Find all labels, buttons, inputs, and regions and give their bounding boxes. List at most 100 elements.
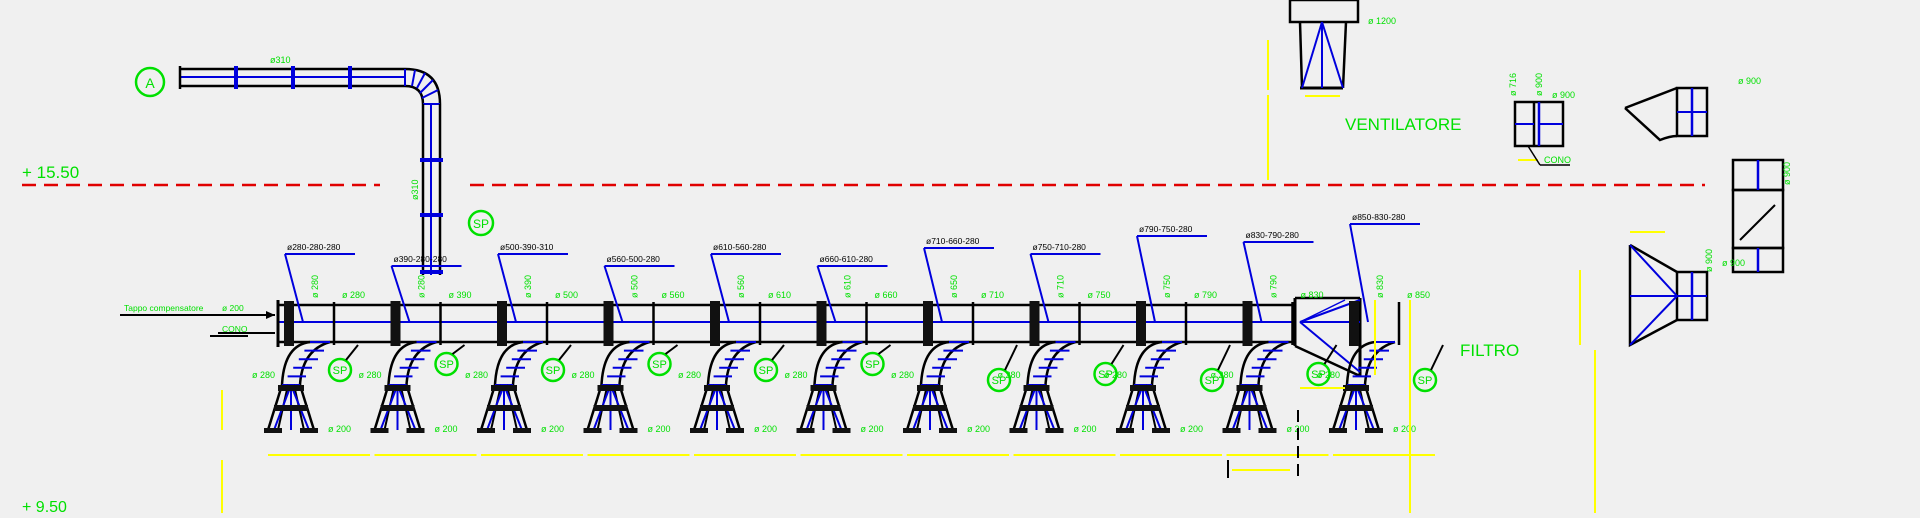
damper-box[interactable]: [1513, 100, 1570, 166]
reducer-leader-diag: [710, 253, 730, 323]
branch-elbow-outer: [1132, 340, 1163, 386]
splitter-band: [806, 405, 841, 411]
dim-outlet: ø 200: [967, 424, 990, 434]
dim-branch: ø 280: [891, 370, 914, 380]
dim-vertical: ø 650: [949, 275, 959, 298]
dim-elbow-bottom-a: ø 900: [1704, 249, 1714, 272]
tappo-arrowhead: [266, 311, 275, 319]
reducer-label: ø610-560-280: [713, 242, 767, 252]
dim-elbow-bottom-b: ø 900: [1722, 258, 1745, 268]
sp-marker: [986, 367, 1012, 393]
duct-vertical: [420, 104, 443, 275]
splitter-band: [274, 405, 308, 411]
dim-elbow-right: ø 900: [1782, 162, 1792, 185]
elbow-top-left: [404, 67, 442, 105]
sp-label: SP: [652, 359, 667, 371]
dim-outlet: ø 200: [1074, 424, 1097, 434]
fan-dia: ø 1200: [1368, 16, 1396, 26]
outlet-left: [583, 428, 602, 433]
dim-top-pipe: ø310: [270, 55, 291, 65]
outlet-left: [1009, 428, 1028, 433]
sp-label: SP: [759, 365, 774, 377]
splitter-band: [593, 405, 628, 411]
dim-branch: ø 280: [1104, 370, 1127, 380]
sp-marker: [647, 351, 672, 377]
section-marker-a[interactable]: A: [134, 66, 166, 98]
branch-elbow-inner: [405, 340, 437, 386]
sp-marker: [327, 357, 353, 383]
dim-main: ø 830: [1301, 290, 1324, 300]
dim-vertical: ø 390: [523, 275, 533, 298]
branch-elbow-outer: [1345, 340, 1376, 386]
reducer-leader-diag: [390, 265, 411, 323]
dim-branch: ø 280: [678, 370, 701, 380]
reducer-leader-diag: [1349, 223, 1369, 323]
sp-arrow: [1430, 344, 1444, 371]
dim-main: ø 560: [662, 290, 685, 300]
branch-elbow-outer: [1026, 340, 1056, 386]
outlet-left: [796, 428, 815, 433]
branch-elbow-inner: [511, 340, 544, 386]
splitter-collar: [1343, 385, 1369, 391]
branch-elbow-inner: [831, 340, 863, 386]
dim-outlet: ø 200: [1393, 424, 1416, 434]
sp-label: SP: [1205, 375, 1220, 387]
dim-main: ø 710: [981, 290, 1004, 300]
branch-elbow-inner: [1257, 340, 1289, 386]
duct-flange: [603, 301, 614, 346]
duct-flange: [1136, 301, 1146, 346]
branch-elbow-inner: [1044, 340, 1076, 386]
cono-right-label: CONO: [1544, 155, 1571, 165]
splitter-collar: [491, 385, 517, 391]
sp-label: SP: [1311, 369, 1326, 381]
return-elbow-duct: [1624, 86, 1785, 348]
outlet-left: [1329, 428, 1347, 433]
svg-text:A: A: [145, 75, 155, 91]
sp-arrow: [451, 344, 466, 355]
dim-main: ø 850: [1407, 290, 1430, 300]
branch-elbow-outer: [813, 340, 843, 386]
outlet-right: [406, 428, 425, 433]
dim-branch: ø 280: [1317, 370, 1340, 380]
branch-elbow-outer: [919, 340, 950, 386]
dim-main: ø 750: [1088, 290, 1111, 300]
dim-main: ø 500: [555, 290, 578, 300]
splitter-collar: [810, 385, 837, 391]
dim-branch: ø 280: [465, 370, 488, 380]
dim-sq-c: ø 900: [1552, 90, 1575, 100]
sp-arrow: [664, 344, 679, 355]
outlet-right: [300, 428, 318, 433]
branch-elbow-inner: [724, 340, 757, 386]
sp-arrow: [877, 344, 892, 355]
splitter-band: [380, 405, 415, 411]
splitter-collar: [1236, 385, 1263, 391]
outlet-right: [1258, 428, 1277, 433]
dim-branch: ø 280: [785, 370, 808, 380]
reducer-label: ø280-280-280: [287, 242, 341, 252]
duct-flange: [1242, 301, 1253, 346]
sp-label: SP: [439, 359, 454, 371]
branch-elbow-outer: [387, 340, 417, 386]
sp-marker: [540, 357, 566, 383]
splitter-collar: [278, 385, 304, 391]
reducer-leader-diag: [603, 265, 624, 323]
duct-flange: [497, 301, 507, 346]
duct-flange: [923, 301, 933, 346]
reducer-label: ø750-710-280: [1033, 242, 1087, 252]
dim-vertical: ø 560: [736, 275, 746, 298]
outlet-right: [513, 428, 531, 433]
sp-label: SP: [1418, 375, 1433, 387]
dim-branch: ø 280: [1211, 370, 1234, 380]
reducer-leader-diag: [816, 265, 837, 323]
branch-elbow-outer: [706, 340, 737, 386]
reducer-label: ø830-790-280: [1246, 230, 1300, 240]
dim-outlet: ø 200: [648, 424, 671, 434]
sp-marker: [753, 357, 779, 383]
sp-marker-top[interactable]: SP: [467, 209, 495, 237]
reducer-leader-diag: [1136, 235, 1156, 323]
fan-unit[interactable]: [1288, 0, 1360, 90]
outlet-left: [264, 428, 282, 433]
reducer-label: ø500-390-310: [500, 242, 554, 252]
dimension-lines-yellow: [221, 40, 1665, 513]
